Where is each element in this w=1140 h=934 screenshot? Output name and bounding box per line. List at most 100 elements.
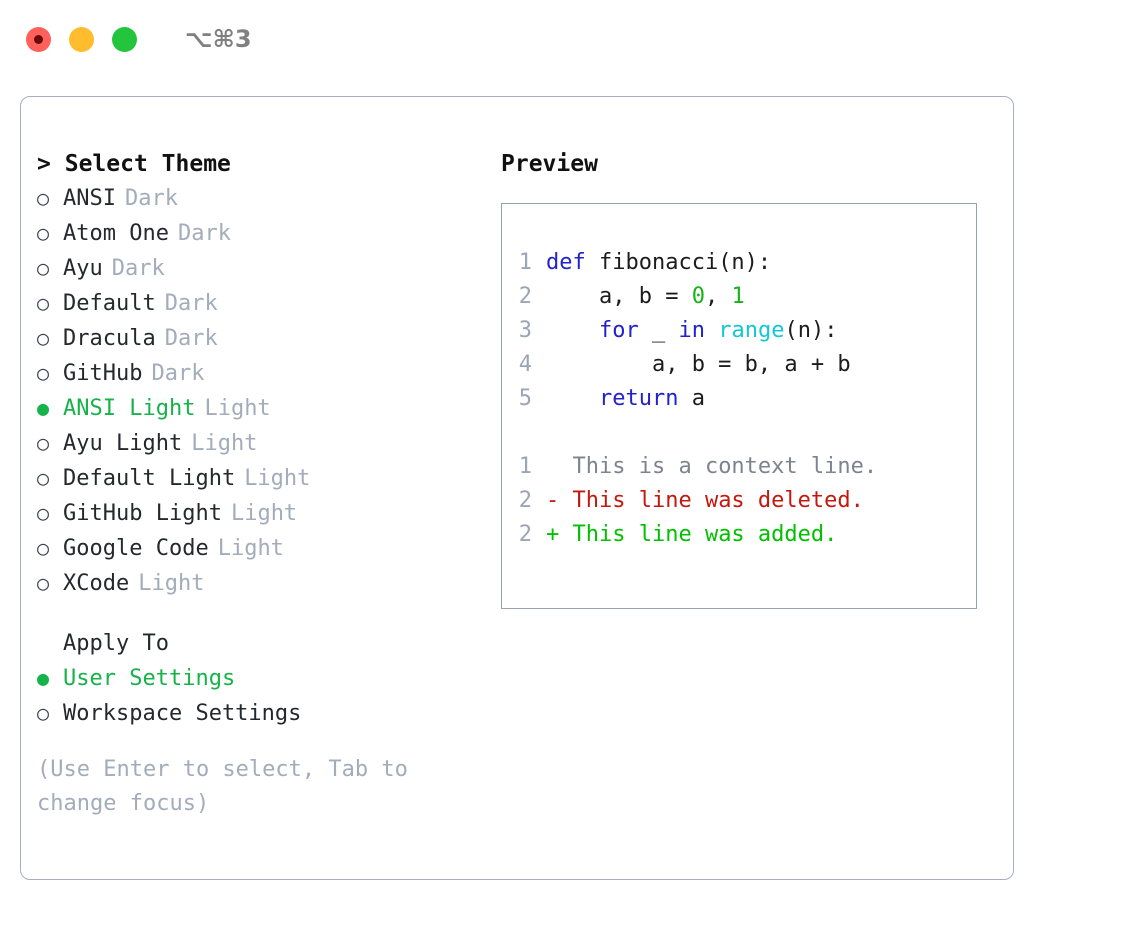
code-content: for _ in range(n): (546, 314, 837, 348)
diff-marker: - (546, 488, 560, 513)
section-spacer (37, 601, 487, 627)
diff-content: This line was deleted. (559, 488, 864, 513)
preview-heading: Preview (501, 151, 598, 177)
token-identifier (546, 318, 599, 343)
token-number: 1 (731, 284, 745, 309)
token-keyword: def (546, 250, 599, 275)
theme-option-google-code[interactable]: ○ Google Code Light (37, 531, 487, 566)
theme-option-atom-one[interactable]: ○ Atom One Dark (37, 216, 487, 251)
radio-icon: ○ (37, 186, 50, 210)
diff-content: This line was added. (559, 522, 838, 547)
theme-option-ansi-light[interactable]: ● ANSI Light Light (37, 391, 487, 426)
theme-option-suffix: Dark (111, 256, 165, 281)
line-number: 2 (518, 522, 532, 547)
theme-option-suffix: Dark (164, 291, 218, 316)
radio-icon: ○ (37, 571, 50, 595)
token-identifier: fibonacci(n): (598, 250, 772, 275)
main-panel: > Select Theme ○ ANSI Dark ○ Atom One Da… (20, 96, 1014, 880)
radio-icon: ○ (37, 536, 50, 560)
theme-option-xcode[interactable]: ○ XCode Light (37, 566, 487, 601)
code-content: return a (546, 382, 705, 416)
theme-option-label: XCode (63, 571, 130, 596)
token-function: range (718, 318, 785, 343)
theme-option-label: ANSI (63, 186, 116, 211)
code-line: 3 for _ in range(n): (502, 314, 976, 348)
apply-to-option-label: Workspace Settings (63, 701, 302, 726)
select-theme-heading: > Select Theme (37, 147, 487, 181)
theme-option-label: GitHub Light (63, 501, 222, 526)
theme-option-suffix: Dark (151, 361, 205, 386)
radio-icon: ○ (37, 431, 50, 455)
radio-icon: ○ (37, 361, 50, 385)
radio-icon: ○ (37, 466, 50, 490)
theme-option-label: Ayu (63, 256, 103, 281)
theme-list: ○ ANSI Dark ○ Atom One Dark ○ Ayu Dark (37, 181, 487, 601)
theme-option-dracula[interactable]: ○ Dracula Dark (37, 321, 487, 356)
theme-option-ayu-light[interactable]: ○ Ayu Light Light (37, 426, 487, 461)
token-keyword: in (678, 318, 719, 343)
code-content: def fibonacci(n): (546, 246, 771, 280)
code-preview-box: 1 def fibonacci(n): 2 a, b = 0, 1 3 for … (501, 203, 977, 609)
window-controls (26, 26, 137, 52)
line-number: 2 (518, 488, 532, 513)
minimize-button[interactable] (69, 26, 94, 52)
token-number: 0 (691, 284, 705, 309)
apply-to-list: ● User Settings ○ Workspace Settings (37, 661, 487, 731)
line-number: 1 (518, 454, 532, 479)
line-number: 1 (518, 250, 532, 275)
diff-line-context: 1 This is a context line. (502, 450, 976, 484)
preview-column: Preview 1 def fibonacci(n): 2 a, b = 0, … (501, 147, 1001, 609)
theme-option-ansi[interactable]: ○ ANSI Dark (37, 181, 487, 216)
line-number: 5 (518, 386, 532, 411)
diff-marker: + (546, 522, 560, 547)
theme-option-label: Default Light (63, 466, 236, 491)
theme-option-suffix: Light (244, 466, 311, 491)
token-keyword: return (598, 386, 692, 411)
line-number: 4 (518, 352, 532, 377)
theme-option-label: Ayu Light (63, 431, 183, 456)
line-number: 3 (518, 318, 532, 343)
radio-icon: ○ (37, 701, 50, 725)
caret-icon: > (37, 151, 51, 177)
theme-option-suffix: Light (217, 536, 284, 561)
apply-to-option-user-settings[interactable]: ● User Settings (37, 661, 487, 696)
token-identifier: a (691, 386, 705, 411)
token-identifier: , (704, 284, 732, 309)
radio-icon: ○ (37, 221, 50, 245)
theme-option-suffix: Dark (177, 221, 231, 246)
token-identifier (546, 386, 599, 411)
theme-option-github[interactable]: ○ GitHub Dark (37, 356, 487, 391)
theme-option-label: Default (63, 291, 156, 316)
code-line: 2 a, b = 0, 1 (502, 280, 976, 314)
theme-option-label: Google Code (63, 536, 209, 561)
close-button[interactable] (26, 26, 51, 52)
maximize-button[interactable] (112, 26, 137, 52)
theme-option-default-light[interactable]: ○ Default Light Light (37, 461, 487, 496)
token-identifier: a, b = (546, 284, 692, 309)
radio-icon: ○ (37, 326, 50, 350)
theme-option-suffix: Dark (124, 186, 178, 211)
theme-option-github-light[interactable]: ○ GitHub Light Light (37, 496, 487, 531)
token-identifier: a, b = b, a + b (546, 352, 851, 377)
theme-option-label: Atom One (63, 221, 169, 246)
diff-content: This is a context line. (559, 454, 878, 479)
theme-option-suffix: Dark (164, 326, 218, 351)
token-identifier: _ (651, 318, 679, 343)
theme-option-suffix: Light (138, 571, 205, 596)
theme-option-default[interactable]: ○ Default Dark (37, 286, 487, 321)
radio-icon: ○ (37, 256, 50, 280)
radio-selected-icon: ● (37, 666, 50, 690)
code-line: 1 def fibonacci(n): (502, 246, 976, 280)
radio-icon: ○ (37, 501, 50, 525)
token-keyword: for (598, 318, 652, 343)
token-identifier: (n): (784, 318, 838, 343)
select-theme-heading-label: Select Theme (64, 151, 231, 177)
diff-line-deleted: 2 - This line was deleted. (502, 484, 976, 518)
apply-to-option-label: User Settings (63, 666, 236, 691)
theme-option-ayu[interactable]: ○ Ayu Dark (37, 251, 487, 286)
diff-spacer (502, 416, 976, 450)
title-bar: ⌥⌘3 (0, 0, 1140, 78)
theme-option-label: ANSI Light (63, 396, 196, 421)
apply-to-option-workspace-settings[interactable]: ○ Workspace Settings (37, 696, 487, 731)
